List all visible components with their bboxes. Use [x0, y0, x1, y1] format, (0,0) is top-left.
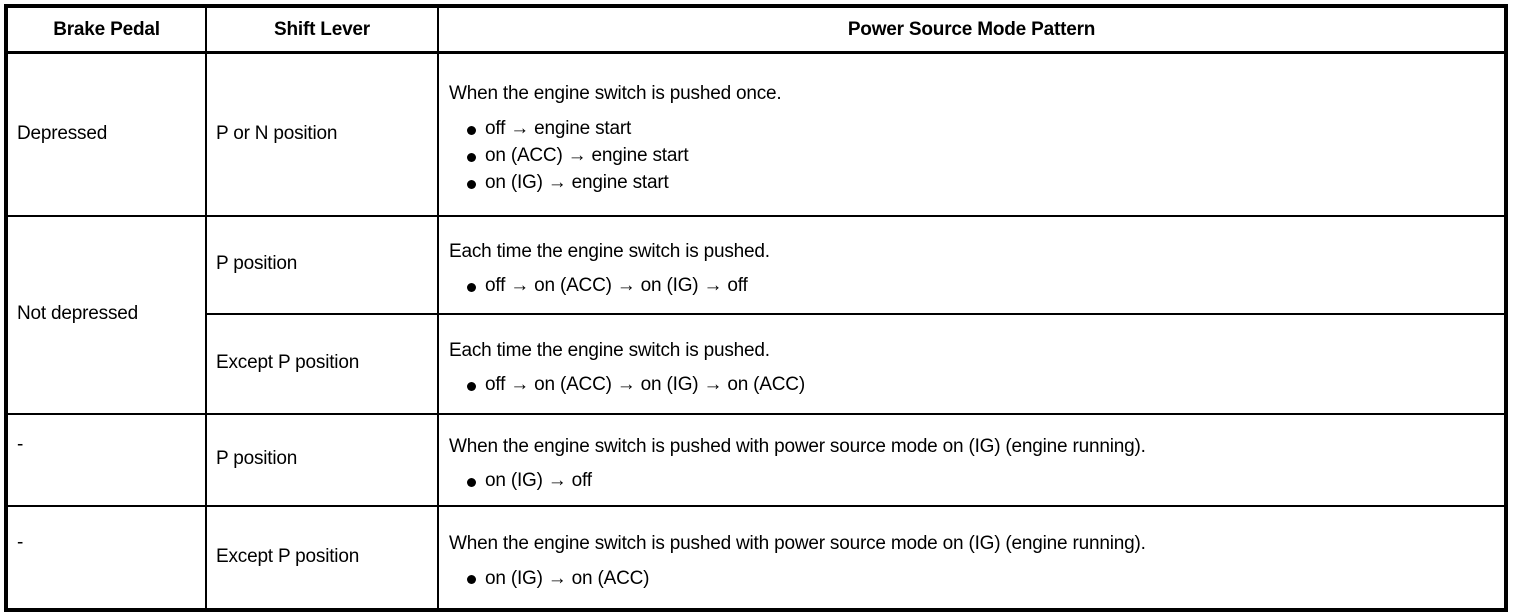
cell-shift-lever: Except P position	[205, 312, 439, 415]
cell-shift-lever: P position	[205, 214, 439, 315]
cell-power-source-mode-pattern: Each time the engine switch is pushed. o…	[437, 214, 1507, 315]
pattern-item-list: off → engine start on (ACC) → engine sta…	[449, 116, 1504, 197]
power-source-mode-table-wrapper: Brake Pedal Shift Lever Power Source Mod…	[4, 4, 1508, 612]
column-header-brake-pedal-label: Brake Pedal	[53, 18, 160, 40]
bullet-icon	[467, 282, 476, 292]
pattern-item-list: on (IG) → on (ACC)	[449, 566, 1504, 593]
bullet-icon	[467, 152, 476, 162]
table-row: Except P position Each time the engine s…	[6, 312, 1507, 415]
pattern-content: Each time the engine switch is pushed. o…	[439, 229, 1504, 301]
cell-brake-pedal: -	[5, 504, 207, 611]
shift-lever-value: P position	[216, 448, 298, 470]
pattern-intro-text: Each time the engine switch is pushed.	[449, 339, 770, 361]
column-header-power-source-mode-pattern-label: Power Source Mode Pattern	[847, 18, 1096, 40]
column-header-shift-lever: Shift Lever	[205, 5, 439, 54]
table-header-row: Brake Pedal Shift Lever Power Source Mod…	[5, 5, 1507, 54]
bullet-icon	[467, 381, 476, 391]
list-item-label: off → on (ACC) → on (IG) → on (ACC)	[485, 374, 805, 396]
pattern-item-list: off → on (ACC) → on (IG) → on (ACC)	[449, 372, 1504, 399]
cell-power-source-mode-pattern: Each time the engine switch is pushed. o…	[437, 312, 1507, 415]
bullet-icon	[467, 575, 476, 585]
cell-shift-lever: Except P position	[205, 504, 439, 611]
list-item-label: on (IG) → engine start	[485, 172, 669, 194]
shift-lever-value: Except P position	[216, 352, 360, 374]
cell-power-source-mode-pattern: When the engine switch is pushed once. o…	[437, 51, 1507, 217]
list-item: on (IG) → off	[449, 468, 1504, 495]
pattern-intro-text: When the engine switch is pushed once.	[449, 83, 782, 105]
list-item-label: on (IG) → off	[485, 470, 592, 492]
pattern-intro-text: When the engine switch is pushed with po…	[449, 435, 1146, 457]
bullet-icon	[467, 125, 476, 135]
pattern-intro-text: When the engine switch is pushed with po…	[449, 533, 1146, 555]
shift-lever-value: Except P position	[216, 545, 360, 567]
cell-shift-lever: P position	[205, 412, 439, 507]
list-item: on (ACC) → engine start	[449, 143, 1504, 170]
list-item: off → on (ACC) → on (IG) → on (ACC)	[449, 372, 1504, 399]
list-item: on (IG) → engine start	[449, 170, 1504, 197]
bullet-icon	[467, 179, 476, 189]
list-item: off → on (ACC) → on (IG) → off	[449, 273, 1504, 300]
list-item: on (IG) → on (ACC)	[449, 566, 1504, 593]
pattern-content: When the engine switch is pushed with po…	[439, 424, 1504, 496]
cell-power-source-mode-pattern: When the engine switch is pushed with po…	[437, 412, 1507, 507]
list-item-label: on (IG) → on (ACC)	[485, 567, 650, 589]
brake-pedal-value: -	[17, 531, 24, 553]
brake-pedal-value: Depressed	[17, 122, 108, 144]
shift-lever-value: P or N position	[216, 122, 338, 144]
brake-pedal-value: Not depressed	[17, 303, 138, 325]
cell-brake-pedal: Not depressed	[5, 214, 207, 415]
column-header-power-source-mode-pattern: Power Source Mode Pattern	[437, 5, 1507, 54]
table-row: Not depressed P position Each time the e…	[5, 214, 1507, 415]
pattern-content: When the engine switch is pushed once. o…	[439, 71, 1504, 197]
list-item-label: off → on (ACC) → on (IG) → off	[485, 275, 748, 297]
bullet-icon	[467, 477, 476, 487]
cell-shift-lever: P or N position	[205, 51, 439, 217]
column-header-brake-pedal: Brake Pedal	[5, 5, 207, 54]
shift-lever-value: P position	[216, 253, 298, 275]
pattern-item-list: on (IG) → off	[449, 468, 1504, 495]
column-header-shift-lever-label: Shift Lever	[274, 18, 370, 40]
pattern-content: Each time the engine switch is pushed. o…	[439, 328, 1504, 400]
table-row: Depressed P or N position When the engin…	[5, 51, 1507, 217]
cell-power-source-mode-pattern: When the engine switch is pushed with po…	[437, 504, 1507, 611]
power-source-mode-table: Brake Pedal Shift Lever Power Source Mod…	[4, 4, 1508, 612]
list-item-label: off → engine start	[485, 118, 632, 140]
pattern-item-list: off → on (ACC) → on (IG) → off	[449, 273, 1504, 300]
brake-pedal-value: -	[17, 434, 24, 456]
list-item: off → engine start	[449, 116, 1504, 143]
table-row: - P position When the engine switch is p…	[5, 412, 1507, 507]
table-row: - Except P position When the engine swit…	[5, 504, 1507, 611]
cell-brake-pedal: -	[5, 412, 207, 507]
list-item-label: on (ACC) → engine start	[485, 145, 689, 167]
pattern-intro-text: Each time the engine switch is pushed.	[449, 240, 770, 262]
pattern-content: When the engine switch is pushed with po…	[439, 521, 1504, 593]
cell-brake-pedal: Depressed	[5, 51, 207, 217]
